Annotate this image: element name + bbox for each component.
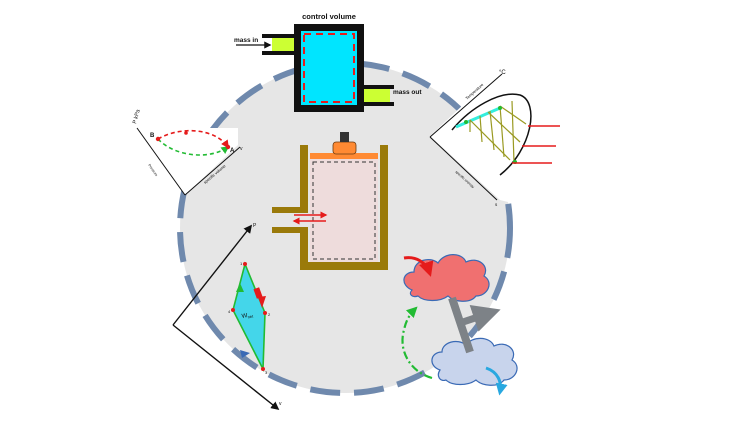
cycle-x-axis-label: v <box>279 401 282 407</box>
cycle-point-3: 3 <box>265 370 268 375</box>
heat-engine-diagram <box>401 254 518 396</box>
control-volume-diagram: control volume mass in mass out <box>234 12 422 112</box>
pv-point-b: B <box>150 133 155 139</box>
pv-diagram: B A P kPa Pressure specific volume v <box>132 108 243 196</box>
cycle-point-2: 2 <box>268 312 271 317</box>
ts-y-unit: °C <box>499 70 506 76</box>
mass-in-label: mass in <box>234 37 258 44</box>
piston-cylinder <box>272 132 388 270</box>
ts-diagram: Temperature °C specific entropy s <box>429 70 560 210</box>
mass-out-label: mass out <box>393 89 422 96</box>
pv-point-a: A <box>230 148 235 154</box>
ts-x-unit: s <box>495 202 498 207</box>
pv-x-axis-unit: v <box>240 146 243 152</box>
control-volume-label: control volume <box>302 12 356 21</box>
cycle-point-1: 1 <box>240 261 243 266</box>
cycle-work-label: Wnet <box>241 312 254 321</box>
cold-reservoir-cloud <box>431 337 518 386</box>
cycle-y-axis-label: P <box>253 223 257 229</box>
pv-y-axis-label: P kPa <box>132 108 142 125</box>
pv-cycle-diagram: Wnet P v 1 2 3 4 <box>172 223 282 411</box>
cycle-point-4: 4 <box>228 309 231 314</box>
pv-y-axis-small: Pressure <box>147 163 158 177</box>
